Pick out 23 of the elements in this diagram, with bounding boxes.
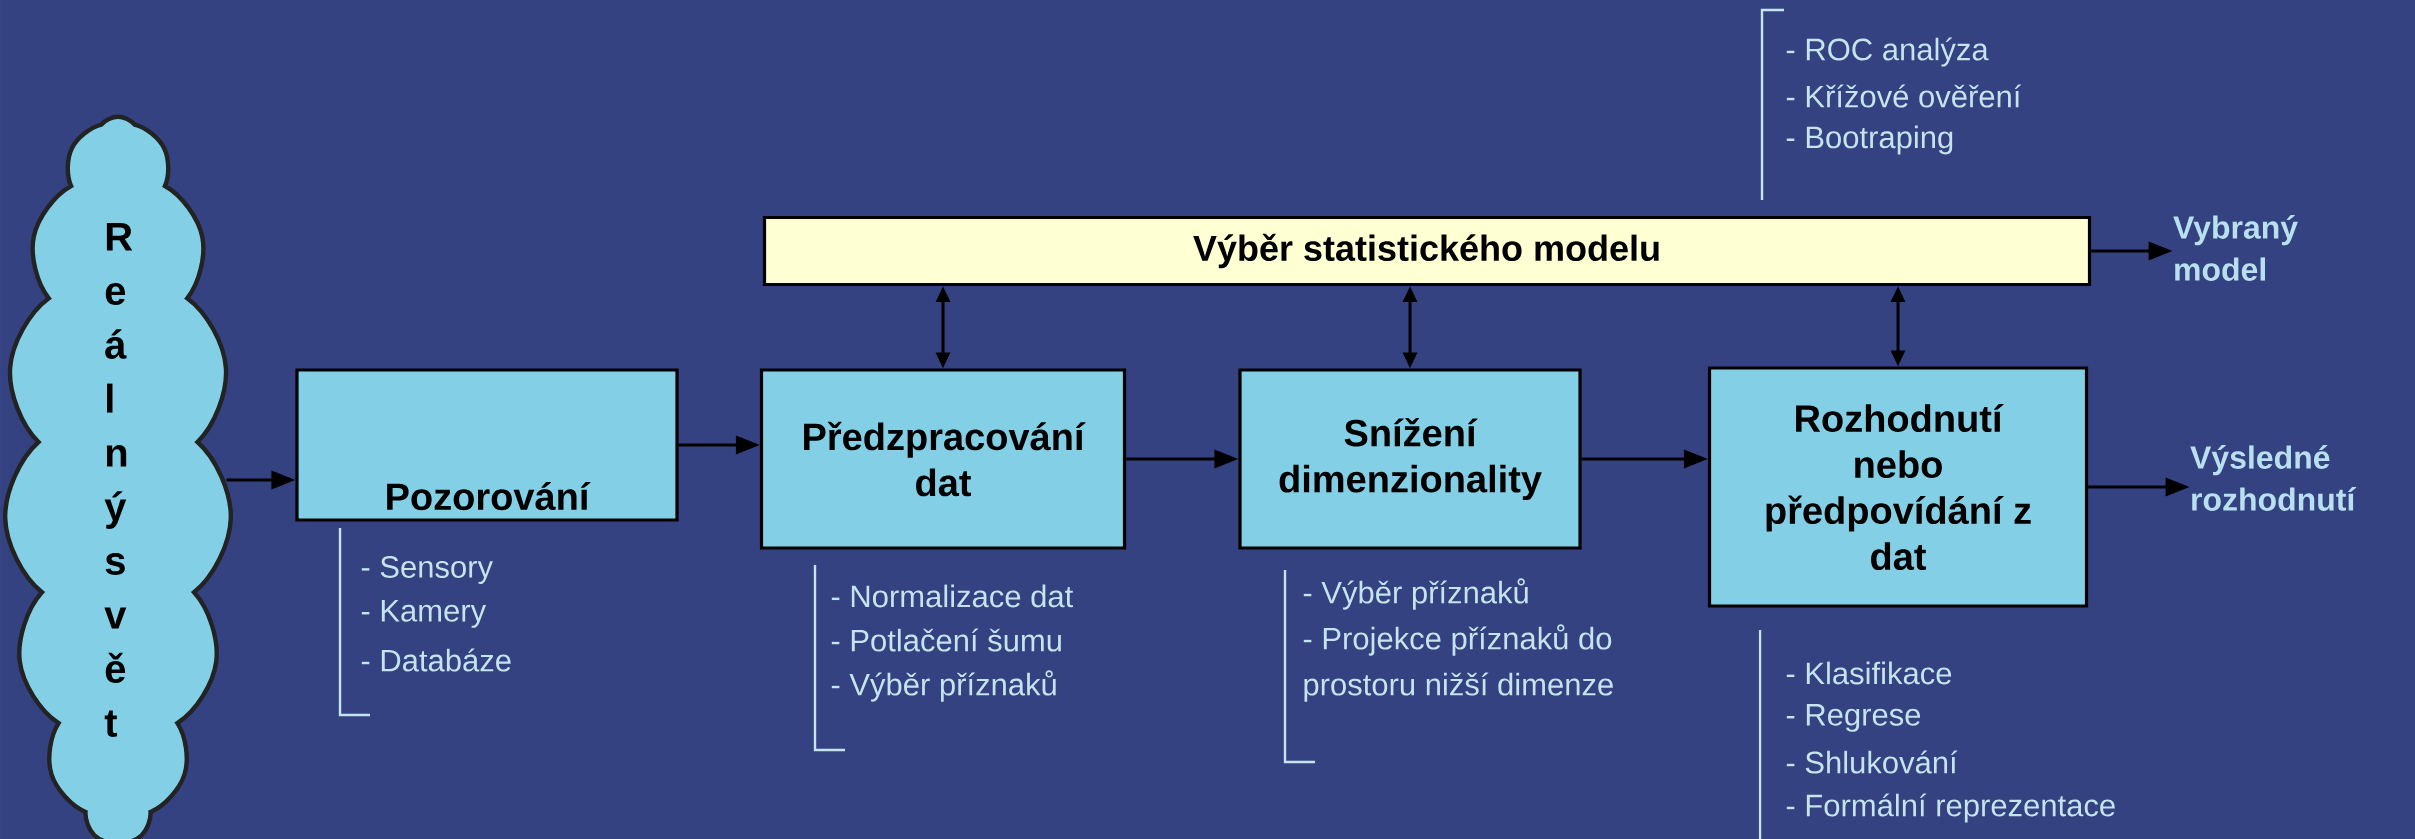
output-label: Vybraný model bbox=[2173, 215, 2298, 281]
list-item: - Normalizace dat bbox=[831, 584, 1073, 608]
list-item: - Projekce příznaků do prostoru nižší dimenze bbox=[1303, 624, 1613, 702]
list-item: - Regrese bbox=[1786, 704, 1921, 732]
process-box: Předzpracování dat bbox=[759, 368, 1127, 550]
list-item: - Potlačení šumu bbox=[831, 628, 1061, 652]
list-item: - Výběr příznaků bbox=[1303, 578, 1528, 610]
list-item: - Databáze bbox=[361, 648, 511, 672]
process-bar: Výběr statistického modelu bbox=[762, 215, 2092, 287]
list-item: - Sensory bbox=[361, 555, 493, 585]
list-item: - Shlukování bbox=[1786, 750, 1958, 774]
list-item: - Klasifikace bbox=[1786, 661, 1952, 685]
process-box: Pozorování bbox=[295, 368, 679, 522]
list-item: - Formální reprezentace bbox=[1786, 793, 2115, 823]
process-box: Snížení dimenzionality bbox=[1238, 368, 1582, 550]
list-item: - Výběr příznaků bbox=[831, 670, 1056, 702]
list-item: - ROC analýza bbox=[1786, 37, 1989, 67]
list-item: - Bootraping bbox=[1786, 125, 1953, 155]
list-item: - Křížové ověření bbox=[1786, 84, 2022, 108]
cloud: Reálný svět bbox=[3, 114, 233, 839]
list-item: - Kamery bbox=[361, 600, 487, 628]
process-box: Rozhodnutí nebo předpovídání z dat bbox=[1707, 366, 2089, 608]
output-label: Výsledné rozhodnutí bbox=[2190, 445, 2357, 511]
